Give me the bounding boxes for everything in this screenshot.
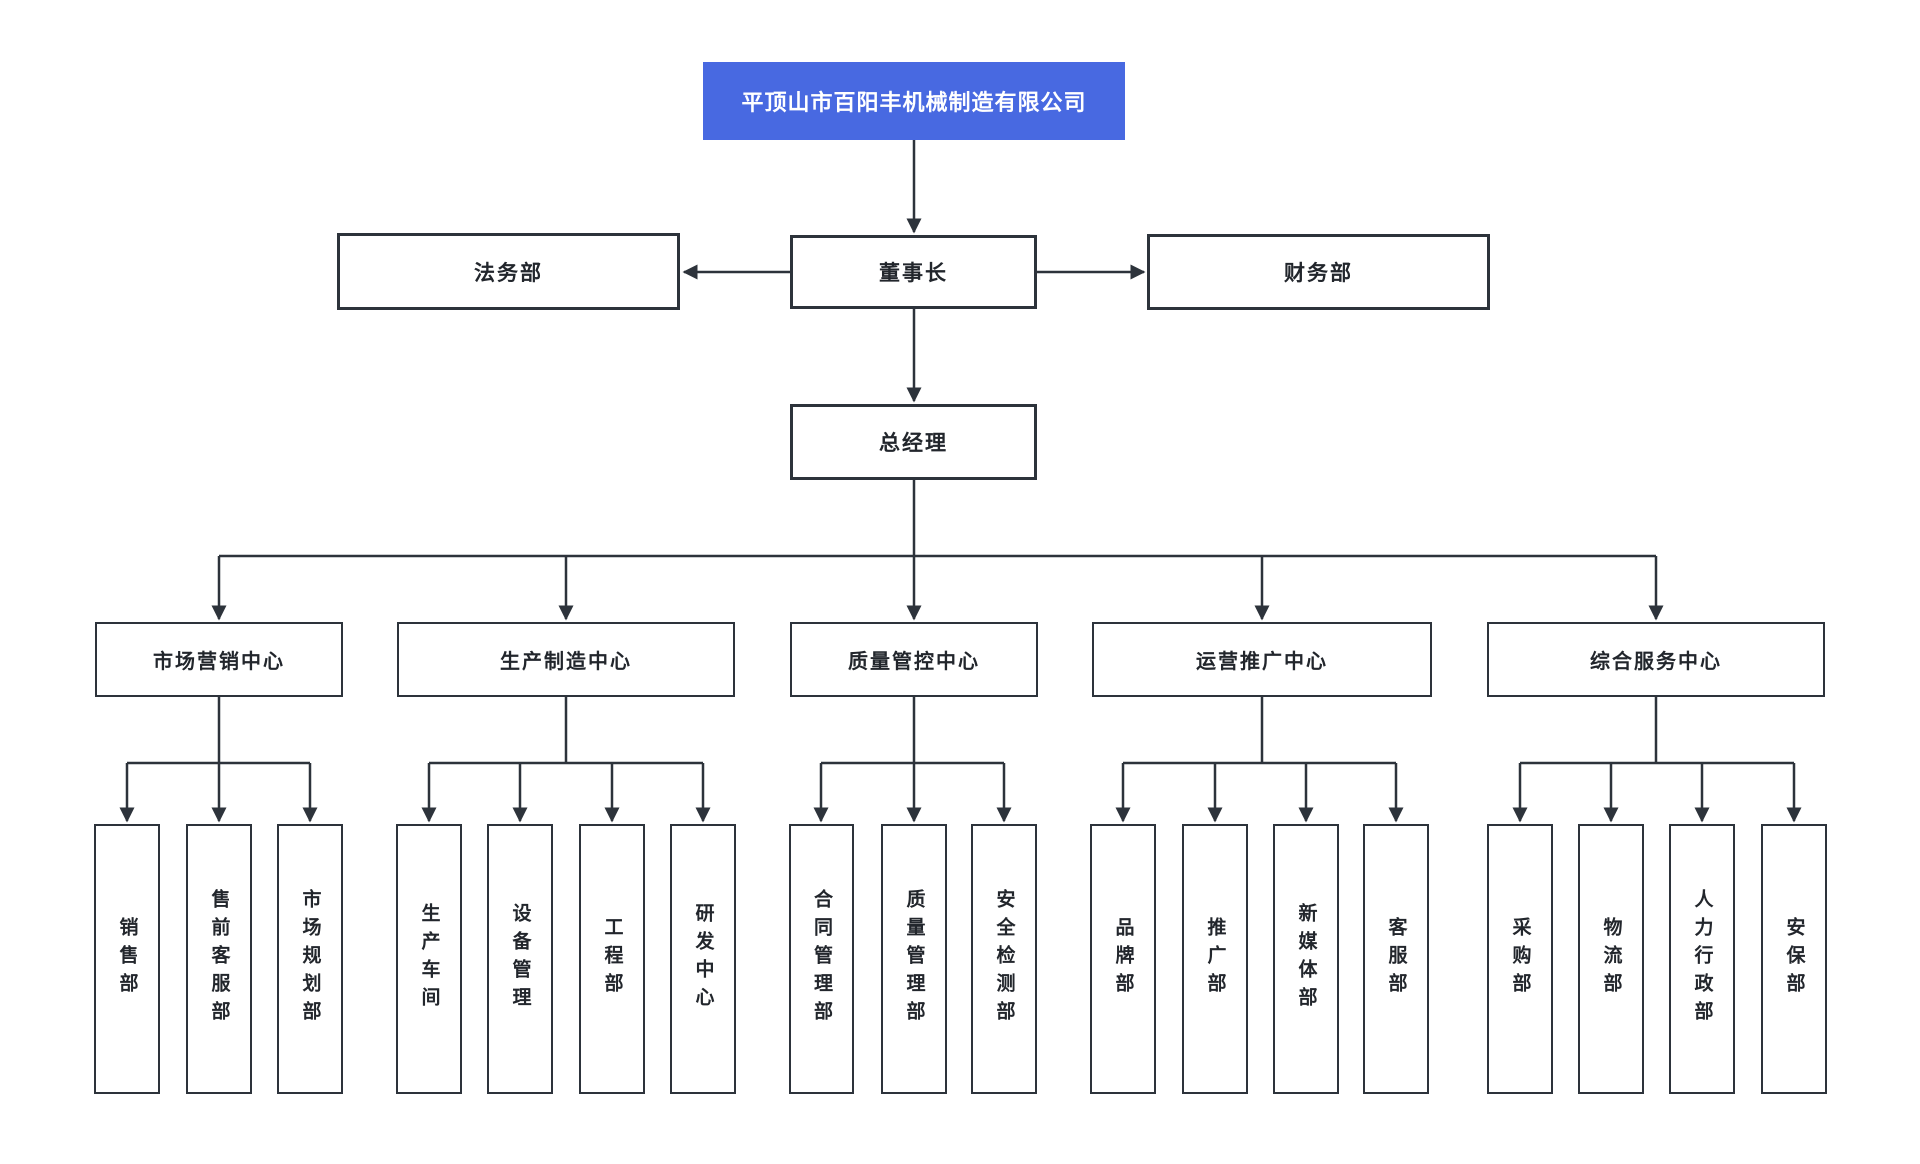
company-name-label: 平顶山市百阳丰机械制造有限公司 (741, 90, 1087, 115)
dept-new-media-label: 新媒体部 (1295, 903, 1317, 1015)
center-production-label: 生产制造中心 (500, 651, 632, 673)
connector-production-to-departments (421, 697, 711, 823)
dept-safety-inspection-label: 安全检测部 (993, 889, 1015, 1029)
node-legal-dept[interactable]: 法务部 (337, 233, 680, 310)
dept-procurement-label: 采购部 (1509, 917, 1531, 1001)
node-dept-promotion[interactable]: 推广部 (1182, 824, 1248, 1094)
center-operations-label: 运营推广中心 (1196, 651, 1328, 673)
center-services-label: 综合服务中心 (1590, 651, 1722, 673)
center-quality-label: 质量管控中心 (848, 651, 980, 673)
center-marketing-label: 市场营销中心 (153, 651, 285, 673)
node-finance-dept[interactable]: 财务部 (1147, 234, 1490, 310)
node-dept-customer-service[interactable]: 客服部 (1363, 824, 1429, 1094)
dept-equipment-management-label: 设备管理 (509, 903, 531, 1015)
dept-contract-management-label: 合同管理部 (811, 889, 832, 1029)
dept-sales-label: 销售部 (116, 917, 138, 1001)
node-dept-quality-management[interactable]: 质量管理部 (881, 824, 947, 1094)
dept-rnd-center-label: 研发中心 (692, 903, 714, 1015)
node-chairman[interactable]: 董事长 (790, 235, 1037, 309)
node-dept-rnd-center[interactable]: 研发中心 (670, 824, 736, 1094)
dept-market-planning-label: 市场规划部 (299, 889, 321, 1029)
node-dept-equipment-management[interactable]: 设备管理 (487, 824, 553, 1094)
dept-promotion-label: 推广部 (1204, 917, 1226, 1001)
connector-operations-to-departments (1115, 697, 1404, 823)
connector-general-manager-to-centers (211, 480, 1664, 621)
node-dept-contract-management[interactable]: 合同管理部 (789, 824, 854, 1094)
dept-production-workshop-label: 生产车间 (418, 903, 440, 1015)
dept-security-label: 安保部 (1783, 917, 1805, 1001)
node-center-marketing[interactable]: 市场营销中心 (95, 622, 343, 697)
dept-customer-service-label: 客服部 (1385, 917, 1407, 1001)
node-dept-logistics[interactable]: 物流部 (1578, 824, 1644, 1094)
dept-hr-admin-label: 人力行政部 (1691, 889, 1713, 1029)
node-dept-hr-admin[interactable]: 人力行政部 (1669, 824, 1735, 1094)
node-center-quality[interactable]: 质量管控中心 (790, 622, 1038, 697)
node-dept-procurement[interactable]: 采购部 (1487, 824, 1553, 1094)
node-dept-production-workshop[interactable]: 生产车间 (396, 824, 462, 1094)
node-dept-security[interactable]: 安保部 (1761, 824, 1827, 1094)
dept-presales-service-label: 售前客服部 (208, 889, 230, 1029)
node-general-manager[interactable]: 总经理 (790, 404, 1037, 480)
node-center-operations[interactable]: 运营推广中心 (1092, 622, 1432, 697)
node-dept-sales[interactable]: 销售部 (94, 824, 160, 1094)
dept-brand-label: 品牌部 (1112, 917, 1134, 1001)
node-dept-new-media[interactable]: 新媒体部 (1273, 824, 1339, 1094)
node-center-services[interactable]: 综合服务中心 (1487, 622, 1825, 697)
node-dept-engineering[interactable]: 工程部 (579, 824, 645, 1094)
dept-engineering-label: 工程部 (601, 917, 623, 1001)
node-company-root[interactable]: 平顶山市百阳丰机械制造有限公司 (703, 62, 1125, 140)
node-dept-market-planning[interactable]: 市场规划部 (277, 824, 343, 1094)
connector-marketing-to-departments (119, 697, 318, 823)
node-dept-brand[interactable]: 品牌部 (1090, 824, 1156, 1094)
node-dept-safety-inspection[interactable]: 安全检测部 (971, 824, 1037, 1094)
general-manager-label: 总经理 (879, 432, 948, 455)
dept-quality-management-label: 质量管理部 (903, 889, 925, 1029)
node-center-production[interactable]: 生产制造中心 (397, 622, 735, 697)
node-dept-presales-service[interactable]: 售前客服部 (186, 824, 252, 1094)
legal-dept-label: 法务部 (474, 261, 543, 285)
connector-services-to-departments (1512, 697, 1802, 823)
connector-quality-to-departments (813, 697, 1012, 823)
finance-dept-label: 财务部 (1284, 262, 1353, 285)
chairman-label: 董事长 (879, 262, 948, 285)
dept-logistics-label: 物流部 (1600, 917, 1622, 1001)
